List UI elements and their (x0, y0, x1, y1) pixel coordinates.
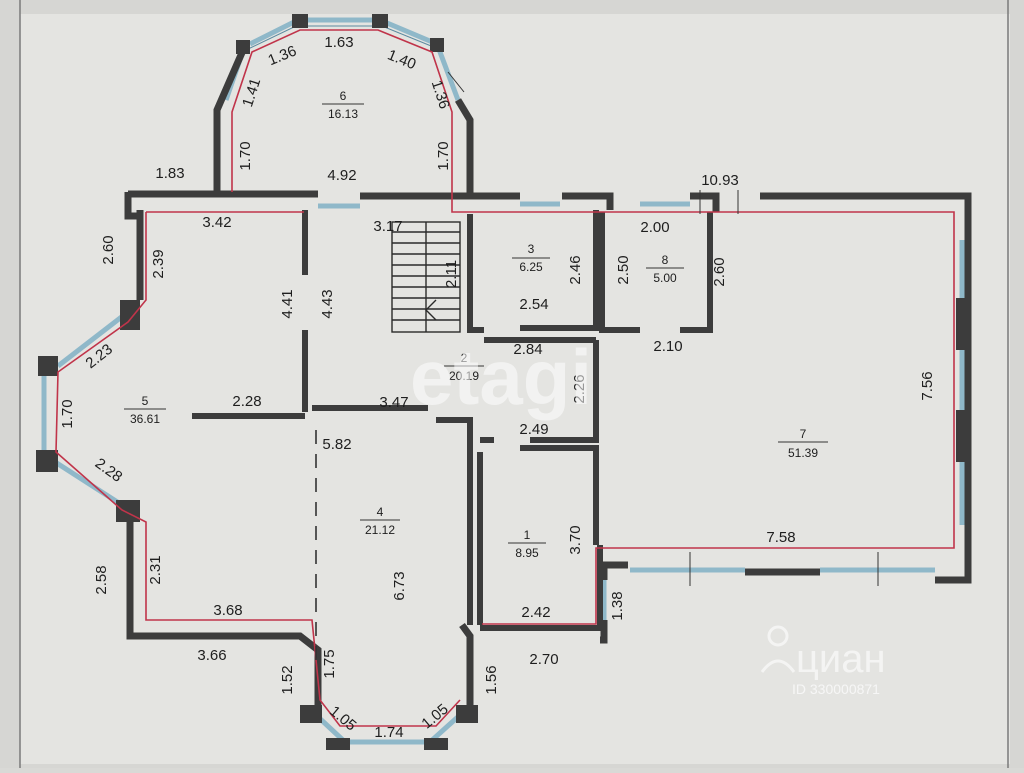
dim-2-60-left: 2.60 (100, 235, 117, 264)
dim-4-43: 4.43 (319, 289, 336, 318)
room-labels: 6 16.13 3 6.25 8 5.00 2 20.19 5 36.61 7 … (130, 89, 818, 560)
room-2-number: 2 (461, 351, 468, 365)
dim-2-10: 2.10 (653, 338, 682, 355)
room-6-number: 6 (340, 89, 347, 103)
dim-1-38: 1.38 (609, 591, 626, 620)
room-3-area: 6.25 (519, 260, 543, 274)
dim-2-31: 2.31 (147, 555, 164, 584)
dim-2-49: 2.49 (519, 421, 548, 438)
room-5-number: 5 (142, 394, 149, 408)
dim-10-93: 10.93 (701, 172, 739, 189)
dim-3-68: 3.68 (213, 602, 242, 619)
room-1-number: 1 (524, 528, 531, 542)
dim-3-47: 3.47 (379, 394, 408, 411)
dim-2-39: 2.39 (150, 249, 167, 278)
dim-1-63: 1.63 (324, 34, 353, 51)
dim-2-00: 2.00 (640, 219, 669, 236)
dim-2-70: 2.70 (529, 651, 558, 668)
room-7-number: 7 (800, 427, 807, 441)
cian-logo: циан (760, 625, 886, 681)
room-8-number: 8 (662, 253, 669, 267)
room-2-area: 20.19 (449, 369, 479, 383)
dim-2-28-mid: 2.28 (232, 393, 261, 410)
dim-2-26: 2.26 (571, 374, 588, 403)
dim-2-84: 2.84 (513, 341, 542, 358)
dim-3-70: 3.70 (567, 525, 584, 554)
room-4-number: 4 (377, 505, 384, 519)
dim-2-46: 2.46 (567, 255, 584, 284)
dimension-leaders (447, 71, 879, 586)
dim-5-82: 5.82 (322, 436, 351, 453)
dim-7-58: 7.58 (766, 529, 795, 546)
dim-4-41: 4.41 (279, 289, 296, 318)
dim-1-83: 1.83 (155, 165, 184, 182)
dim-2-50: 2.50 (615, 255, 632, 284)
dim-3-66: 3.66 (197, 647, 226, 664)
dim-2-58: 2.58 (93, 565, 110, 594)
room-label-lines (124, 103, 828, 544)
room-8-area: 5.00 (653, 271, 677, 285)
room-4-area: 21.12 (365, 523, 395, 537)
dim-1-52: 1.52 (279, 665, 296, 694)
dim-2-54: 2.54 (519, 296, 548, 313)
dim-1-75: 1.75 (321, 649, 338, 678)
dim-6-73: 6.73 (391, 571, 408, 600)
room-5-area: 36.61 (130, 412, 160, 426)
cian-id-watermark: ID 330000871 (792, 681, 880, 697)
dim-2-42: 2.42 (521, 604, 550, 621)
room-boundaries (55, 29, 955, 727)
cian-watermark: циан (796, 637, 886, 681)
room-6-area: 16.13 (328, 107, 358, 121)
dim-1-70-bay: 1.70 (59, 399, 76, 428)
room-3-number: 3 (528, 242, 535, 256)
dim-1-70-left: 1.70 (237, 141, 254, 170)
dim-1-70-right: 1.70 (435, 141, 452, 170)
dim-2-11: 2.11 (443, 260, 460, 288)
room-7-area: 51.39 (788, 446, 818, 460)
dim-3-42: 3.42 (202, 214, 231, 231)
dim-1-74: 1.74 (374, 724, 403, 741)
dim-3-17: 3.17 (373, 218, 402, 235)
etagi-watermark: etagi (410, 333, 592, 421)
room-1-area: 8.95 (515, 546, 539, 560)
staircase (391, 221, 461, 333)
walls (36, 14, 972, 750)
dim-4-92: 4.92 (327, 167, 356, 184)
dim-1-56: 1.56 (483, 665, 500, 694)
dim-2-60-right: 2.60 (711, 257, 728, 286)
dim-7-56: 7.56 (919, 371, 936, 400)
watermarks: etagi циан ID 330000871 (410, 333, 886, 697)
